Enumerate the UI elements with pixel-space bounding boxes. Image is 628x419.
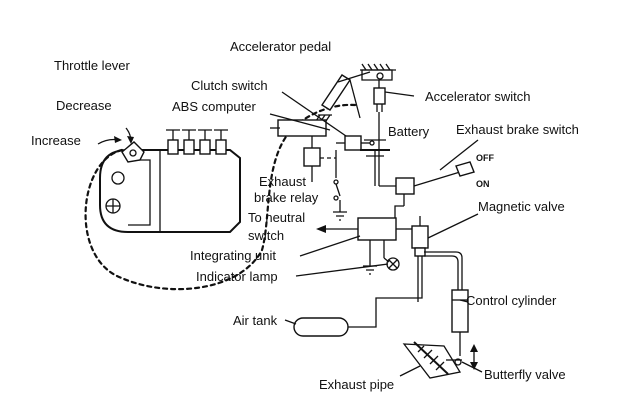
label-to-neutral-switch-line2: switch — [248, 228, 284, 243]
engine-injection-pump — [99, 129, 241, 233]
label-battery: Battery — [388, 124, 430, 139]
label-abs-computer: ABS computer — [172, 99, 256, 114]
label-accelerator-switch: Accelerator switch — [425, 89, 530, 104]
label-indicator-lamp: Indicator lamp — [196, 269, 278, 284]
accelerator-pedal — [315, 63, 396, 122]
label-exhaust-brake-relay-line2: brake relay — [254, 190, 319, 205]
battery-symbol — [360, 139, 390, 186]
leader-lines — [284, 91, 483, 377]
integrating-unit — [357, 217, 412, 275]
label-accelerator-pedal: Accelerator pedal — [230, 39, 331, 54]
exhaust-brake-relay — [303, 136, 336, 182]
label-exhaust-pipe: Exhaust pipe — [319, 377, 394, 392]
label-magnetic-valve: Magnetic valve — [478, 199, 565, 214]
label-to-neutral-switch-line1: To neutral — [248, 210, 305, 225]
label-exhaust-brake-relay-line1: Exhaust — [259, 174, 306, 189]
label-control-cylinder: Control cylinder — [466, 293, 557, 308]
throttle-lever — [121, 141, 145, 163]
air-tank — [293, 310, 377, 337]
exhaust-pipe-butterfly-valve — [402, 341, 462, 379]
label-air-tank: Air tank — [233, 313, 278, 328]
label-butterfly-valve: Butterfly valve — [484, 367, 566, 382]
label-off: OFF — [476, 153, 494, 163]
throttle-direction-arrows — [97, 127, 134, 145]
label-on: ON — [476, 179, 490, 189]
label-throttle-lever: Throttle lever — [54, 58, 131, 73]
label-exhaust-brake-switch: Exhaust brake switch — [456, 122, 579, 137]
indicator-lamp — [383, 257, 400, 271]
label-increase: Increase — [31, 133, 81, 148]
exhaust-brake-switch — [379, 161, 475, 218]
clutch-switch — [336, 135, 375, 151]
label-integrating-unit: Integrating unit — [190, 248, 276, 263]
label-decrease: Decrease — [56, 98, 112, 113]
label-clutch-switch: Clutch switch — [191, 78, 268, 93]
